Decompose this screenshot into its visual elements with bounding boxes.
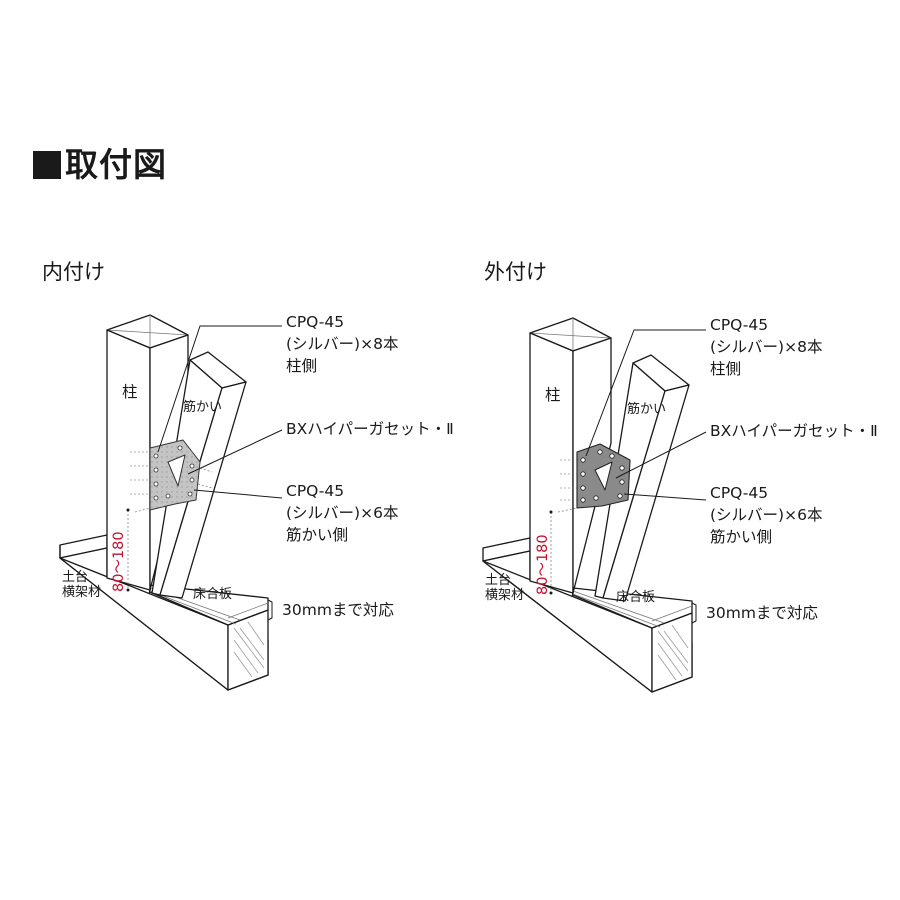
inner-sill: [59, 534, 269, 691]
outer-brace-label: 筋かい: [627, 402, 667, 417]
inner-heading: 内付け: [42, 260, 105, 284]
inner-post-screw-count: (シルバー)×8本: [286, 335, 399, 353]
outer-heading: 外付け: [484, 260, 547, 284]
outer-dimension-text: 80～180: [535, 534, 551, 595]
outer-brace-screw-model: CPQ-45: [710, 484, 769, 502]
outer-post-screw-model: CPQ-45: [710, 316, 769, 334]
outer-sill-label-1: 土台: [485, 573, 512, 588]
outer-sill: [482, 537, 693, 693]
outer-gusset-label: BXハイパーガセット・Ⅱ: [710, 422, 878, 440]
inner-brace-screw-model: CPQ-45: [286, 482, 345, 500]
outer-brace: [594, 354, 690, 602]
inner-sill-label-2: 横架材: [62, 585, 102, 600]
outer-post-screw-spec: CPQ-45 (シルバー)×8本 柱側: [710, 314, 822, 380]
inner-floor-note: 30mmまで対応: [282, 601, 394, 619]
inner-post-screw-side: 柱側: [286, 357, 318, 375]
inner-post-label: 柱: [122, 383, 138, 401]
inner-leader-gusset: [187, 429, 283, 475]
inner-gusset-plate: [130, 439, 213, 511]
inner-brace-screw-count: (シルバー)×6本: [286, 504, 399, 522]
inner-gusset-label: BXハイパーガセット・Ⅱ: [286, 420, 454, 438]
page-title-text: 取付図: [65, 145, 167, 184]
inner-dimension-line: [126, 507, 151, 592]
inner-brace-label: 筋かい: [183, 400, 223, 415]
outer-brace-screw-count: (シルバー)×6本: [710, 506, 823, 524]
inner-sill-label-1: 土台: [62, 570, 89, 585]
outer-floor-note: 30mmまで対応: [706, 604, 818, 622]
outer-brace-screw-spec: CPQ-45 (シルバー)×6本 筋かい側: [710, 482, 822, 548]
outer-diagram: [482, 317, 707, 693]
inner-leader-post-screw: [157, 325, 282, 453]
title-square-icon: [33, 151, 61, 179]
page-title: 取付図: [33, 138, 167, 186]
outer-leader-gusset: [615, 431, 707, 479]
inner-diagram: [59, 314, 283, 691]
inner-dimension-text: 80～180: [111, 531, 127, 592]
outer-sill-label-2: 横架材: [485, 588, 525, 603]
inner-brace-screw-side: 筋かい側: [286, 526, 349, 544]
outer-gusset-plate: [560, 443, 631, 509]
outer-leader-brace-screw: [623, 493, 707, 501]
inner-brace-screw-spec: CPQ-45 (シルバー)×6本 筋かい側: [286, 480, 398, 546]
outer-brace-screw-side: 筋かい側: [710, 528, 773, 546]
inner-post-screw-model: CPQ-45: [286, 313, 345, 331]
outer-floor-bracket: [691, 602, 697, 624]
inner-post-screw-spec: CPQ-45 (シルバー)×8本 柱側: [286, 311, 398, 377]
outer-dimension-line: [549, 507, 578, 595]
outer-leader-post-screw: [585, 329, 706, 457]
outer-post-label: 柱: [545, 386, 561, 404]
outer-floor-label: 床合板: [616, 590, 656, 605]
inner-leader-brace-screw: [193, 489, 283, 499]
outer-post-screw-count: (シルバー)×8本: [710, 338, 823, 356]
outer-post-screw-side: 柱側: [710, 360, 742, 378]
inner-floor-bracket: [267, 599, 273, 621]
inner-floor-label: 床合板: [193, 587, 233, 602]
